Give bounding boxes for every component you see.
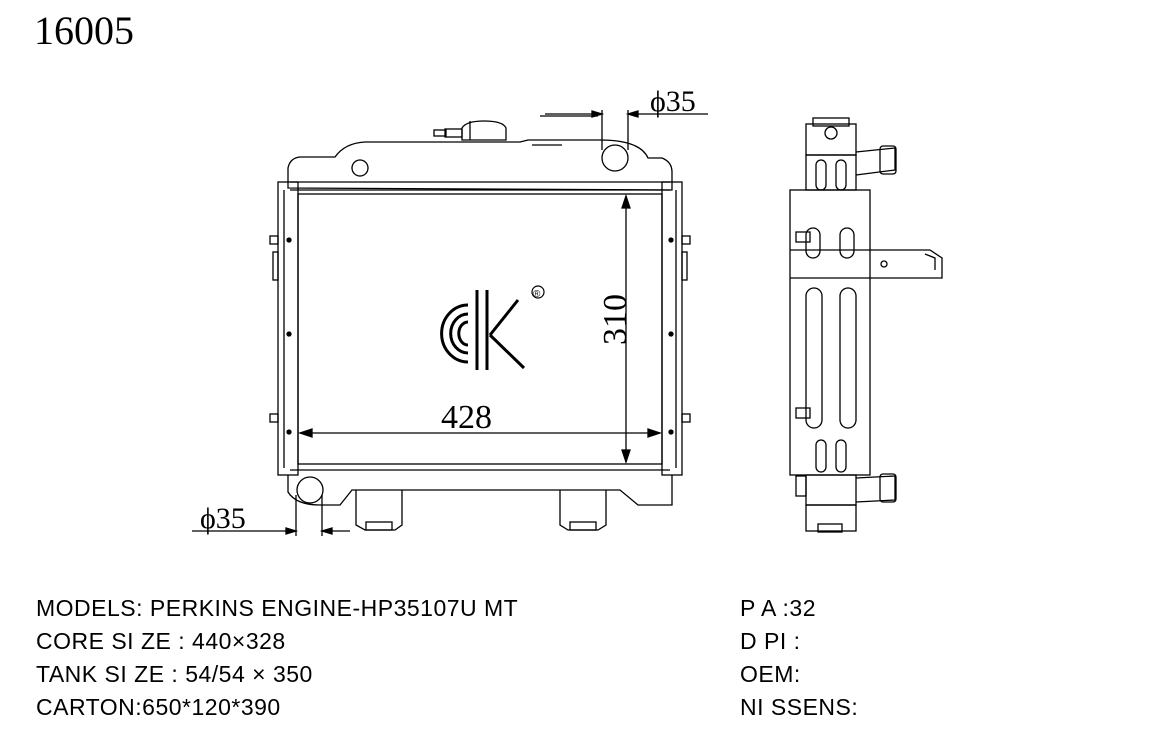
spec-oem: OEM: [740, 661, 801, 687]
outlet-diameter: ϕ35 [200, 502, 246, 535]
spec-models: MODELS: PERKINS ENGINE-HP35107U MT [36, 595, 519, 621]
spec-pa: P A :32 [740, 595, 816, 621]
width-dimension: 428 [441, 399, 492, 436]
specs-right: P A :32 D PI : OEM: NI SSENS: [740, 592, 858, 724]
spec-core-size: CORE SI ZE : 440×328 [36, 628, 286, 654]
radiator-side-view [789, 117, 943, 533]
height-dimension: 310 [597, 294, 634, 345]
spec-carton: CARTON:650*120*390 [36, 694, 281, 720]
registered-mark: ® [533, 289, 541, 300]
radiator-front-view [192, 110, 708, 536]
ck-logo [440, 285, 545, 370]
spec-nissens: NI SSENS: [740, 694, 859, 720]
spec-tank-size: TANK SI ZE : 54/54 × 350 [36, 661, 313, 687]
inlet-diameter: ϕ35 [650, 85, 696, 118]
spec-dpi: D PI : [740, 628, 801, 654]
radiator-drawing: 428 310 ϕ35 ϕ35 ® [192, 85, 943, 536]
specs-left: MODELS: PERKINS ENGINE-HP35107U MT CORE … [36, 592, 518, 724]
part-number-title: 16005 [34, 8, 134, 53]
